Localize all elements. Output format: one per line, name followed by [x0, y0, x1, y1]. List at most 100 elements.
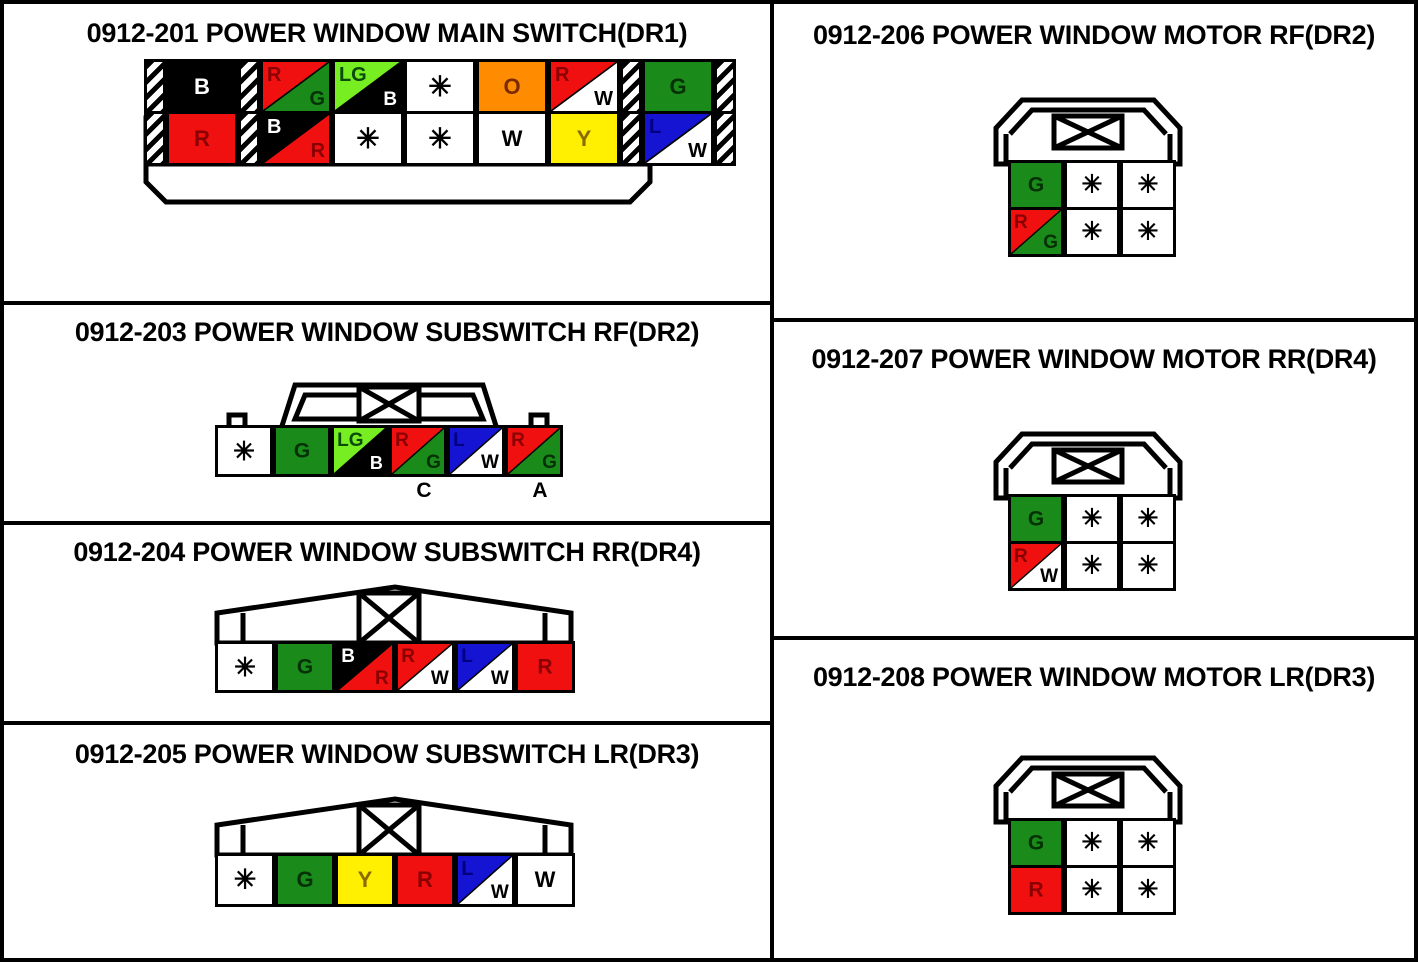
pin-row-top: G ✳ ✳ [1008, 818, 1176, 868]
pin-W[interactable]: W [476, 111, 548, 166]
pin-R-W[interactable]: R W [1008, 541, 1064, 591]
pin-L-W[interactable]: L W [455, 853, 515, 907]
spacer-hatch [714, 59, 736, 114]
pin-blank[interactable]: ✳ [1064, 160, 1120, 210]
pin-blank[interactable]: ✳ [1120, 160, 1176, 210]
pin-W[interactable]: W [515, 853, 575, 907]
panel-0912-206[interactable]: 0912-206 POWER WINDOW MOTOR RF(DR2) [774, 4, 1414, 322]
pin-G[interactable]: G [275, 853, 335, 907]
connector-housing-motor-rr [988, 428, 1188, 502]
panel-title-0912-201: 0912-201 POWER WINDOW MAIN SWITCH(DR1) [86, 18, 688, 48]
pin-blank[interactable]: ✳ [1064, 494, 1120, 544]
spacer-hatch [238, 59, 260, 114]
pin-row-top: G ✳ ✳ [1008, 494, 1176, 544]
panel-0912-203[interactable]: 0912-203 POWER WINDOW SUBSWITCH RF(DR2) [4, 305, 770, 525]
pin-R-G[interactable]: R G [260, 59, 332, 114]
pin-block-sub-lr[interactable]: ✳ G Y R [215, 853, 575, 907]
pin-blank[interactable]: ✳ [1120, 494, 1176, 544]
spacer-hatch [620, 111, 642, 166]
pin-blank[interactable]: ✳ [404, 59, 476, 114]
pin-G[interactable]: G [642, 59, 714, 114]
pin-O[interactable]: O [476, 59, 548, 114]
left-column: 0912-201 POWER WINDOW MAIN SWITCH(DR1) [4, 4, 774, 958]
pin-row-bottom: R G ✳ ✳ [1008, 207, 1176, 257]
pin-R-G[interactable]: R G [1008, 207, 1064, 257]
connector-housing-sub-rr [209, 584, 579, 647]
pin-L-W[interactable]: L W [447, 425, 505, 477]
spacer-hatch [238, 111, 260, 166]
panel-title-0912-205: 0912-205 POWER WINDOW SUBSWITCH LR(DR3) [74, 739, 700, 769]
pin-blank[interactable]: ✳ [215, 641, 275, 693]
pin-Y[interactable]: Y [548, 111, 620, 166]
pin-blank[interactable]: ✳ [332, 111, 404, 166]
connector-housing-motor-rf [988, 94, 1188, 168]
panel-0912-207[interactable]: 0912-207 POWER WINDOW MOTOR RR(DR4) [774, 322, 1414, 640]
pin-G[interactable]: G [1008, 494, 1064, 544]
pin-blank[interactable]: ✳ [1120, 818, 1176, 868]
spacer-hatch [144, 111, 166, 166]
pin-B-R[interactable]: B R [260, 111, 332, 166]
spacer-hatch [144, 59, 166, 114]
pin-R[interactable]: R [1008, 865, 1064, 915]
pin-L-W[interactable]: L W [455, 641, 515, 693]
connector-housing-motor-lr [988, 752, 1188, 826]
pin-blank[interactable]: ✳ [1120, 541, 1176, 591]
pin-LG-B[interactable]: LG B [331, 425, 389, 477]
pin-B[interactable]: B [166, 59, 238, 114]
pin-R[interactable]: R [515, 641, 575, 693]
right-column: 0912-206 POWER WINDOW MOTOR RF(DR2) [774, 4, 1414, 958]
pin-block-motor-lr[interactable]: G ✳ ✳ R [1008, 818, 1176, 915]
pin-Y[interactable]: Y [335, 853, 395, 907]
pin-blank[interactable]: ✳ [1064, 865, 1120, 915]
pin-block-sub-rf[interactable]: ✳ G LG [215, 425, 563, 477]
pin-row-bottom: R ✳ ✳ [1008, 865, 1176, 915]
pin-row: ✳ G LG [215, 425, 563, 477]
pin-blank[interactable]: ✳ [404, 111, 476, 166]
pin-letter-c: C [416, 479, 432, 502]
panel-0912-201[interactable]: 0912-201 POWER WINDOW MAIN SWITCH(DR1) [4, 4, 770, 305]
pin-R-W[interactable]: R W [395, 641, 455, 693]
connector-housing-sub-rf [209, 365, 569, 433]
pin-R-G[interactable]: R G [389, 425, 447, 477]
pin-G[interactable]: G [275, 641, 335, 693]
pin-block-motor-rf[interactable]: G ✳ ✳ [1008, 160, 1176, 257]
pin-R-G[interactable]: R G [505, 425, 563, 477]
pin-row-bottom: R W ✳ ✳ [1008, 541, 1176, 591]
pin-row-top: B R G [144, 59, 736, 114]
pin-G[interactable]: G [1008, 818, 1064, 868]
pin-R[interactable]: R [166, 111, 238, 166]
pin-blank[interactable]: ✳ [1064, 818, 1120, 868]
panel-title-0912-206: 0912-206 POWER WINDOW MOTOR RF(DR2) [812, 20, 1376, 50]
pin-blank[interactable]: ✳ [1064, 541, 1120, 591]
pin-block-main[interactable]: B R G [144, 59, 736, 166]
pin-R[interactable]: R [395, 853, 455, 907]
panel-title-0912-207: 0912-207 POWER WINDOW MOTOR RR(DR4) [811, 344, 1377, 374]
panel-0912-204[interactable]: 0912-204 POWER WINDOW SUBSWITCH RR(DR4) [4, 525, 770, 725]
panel-title-0912-203: 0912-203 POWER WINDOW SUBSWITCH RF(DR2) [74, 317, 700, 347]
panel-0912-208[interactable]: 0912-208 POWER WINDOW MOTOR LR(DR3) [774, 640, 1414, 958]
pin-blank[interactable]: ✳ [1064, 207, 1120, 257]
pin-B-R[interactable]: B R [335, 641, 395, 693]
panel-title-0912-208: 0912-208 POWER WINDOW MOTOR LR(DR3) [812, 662, 1376, 692]
pin-L-W[interactable]: L W [642, 111, 714, 166]
pin-row-top: G ✳ ✳ [1008, 160, 1176, 210]
connector-housing-sub-lr [209, 796, 579, 859]
spacer-hatch [714, 111, 736, 166]
pin-blank[interactable]: ✳ [215, 853, 275, 907]
pin-LG-B[interactable]: LG B [332, 59, 404, 114]
pin-blank[interactable]: ✳ [215, 425, 273, 477]
pin-blank[interactable]: ✳ [1120, 865, 1176, 915]
pin-letter-a: A [532, 479, 548, 502]
pin-block-sub-rr[interactable]: ✳ G B [215, 641, 575, 693]
connector-base-main [138, 161, 658, 208]
pin-block-motor-rr[interactable]: G ✳ ✳ [1008, 494, 1176, 591]
pin-G[interactable]: G [273, 425, 331, 477]
pin-row: ✳ G B [215, 641, 575, 693]
spacer-hatch [620, 59, 642, 114]
pin-R-W[interactable]: R W [548, 59, 620, 114]
pin-blank[interactable]: ✳ [1120, 207, 1176, 257]
panel-0912-205[interactable]: 0912-205 POWER WINDOW SUBSWITCH LR(DR3) [4, 725, 770, 958]
pin-G[interactable]: G [1008, 160, 1064, 210]
pin-row: ✳ G Y R [215, 853, 575, 907]
